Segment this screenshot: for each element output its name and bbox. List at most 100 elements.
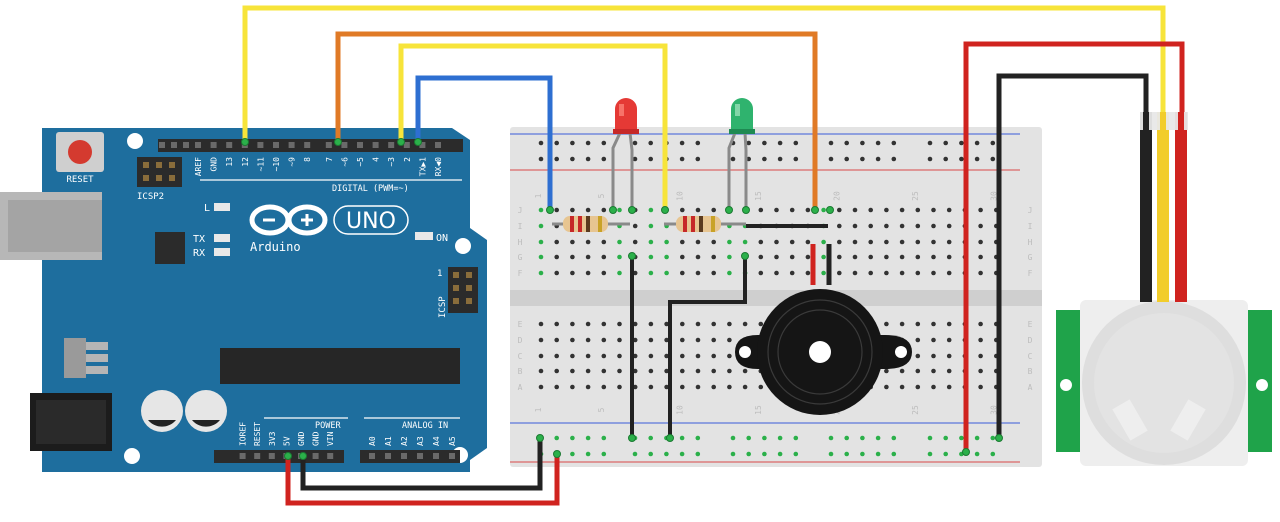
breadboard-hole <box>789 239 795 245</box>
breadboard-hole <box>680 254 685 260</box>
rail-hole <box>746 156 751 162</box>
digital-pin <box>273 142 279 148</box>
breadboard-hole <box>664 368 669 374</box>
breadboard-hole <box>617 384 622 390</box>
wire-endpoint <box>742 206 750 214</box>
rail-hole <box>648 156 653 162</box>
breadboard-hole <box>554 384 559 390</box>
resistor <box>552 216 630 232</box>
breadboard-hole <box>884 207 889 213</box>
breadboard-hole <box>946 254 952 260</box>
wire-endpoint <box>628 252 636 260</box>
breadboard-hole <box>915 337 921 343</box>
digital-pin-label: ~11 <box>256 157 265 172</box>
breadboard-hole <box>852 239 858 245</box>
power-pin <box>268 453 275 459</box>
digital-pin <box>288 142 295 148</box>
breadboard-hole <box>946 239 952 245</box>
breadboard-hole <box>585 368 591 374</box>
digital-pin-label: RX◀0 <box>434 157 443 176</box>
reset-button[interactable] <box>56 132 104 172</box>
rail-hole <box>943 140 948 146</box>
analog-pin <box>401 453 407 459</box>
rail-hole <box>990 156 996 162</box>
breadboard-hole <box>711 337 716 343</box>
digital-pin <box>257 142 264 148</box>
breadboard-hole <box>695 337 701 343</box>
wire-endpoint <box>334 138 342 146</box>
breadboard-hole <box>805 207 811 213</box>
column-number: 30 <box>989 191 998 201</box>
rail-hole <box>875 435 881 441</box>
digital-pin <box>159 142 165 148</box>
power-pin-label: RESET <box>253 422 262 446</box>
rail-hole <box>860 451 865 457</box>
breadboard-hole <box>727 321 732 327</box>
icsp2-label: ICSP2 <box>137 192 164 202</box>
breadboard-hole <box>915 321 921 327</box>
breadboard-hole <box>931 207 936 213</box>
breadboard-hole <box>632 353 638 359</box>
rail-hole <box>679 451 685 457</box>
rail-hole <box>959 140 964 146</box>
wire-endpoint <box>962 448 970 456</box>
row-letter: J <box>1028 206 1033 215</box>
breadboard-hole <box>648 207 654 213</box>
analog-pin-label: A1 <box>384 436 393 446</box>
model-badge <box>333 205 409 235</box>
breadboard-hole <box>758 254 764 260</box>
rail-hole <box>974 435 980 441</box>
column-number: 1 <box>534 407 543 412</box>
rail-hole <box>585 451 591 457</box>
breadboard-hole <box>585 384 591 390</box>
breadboard-hole <box>664 384 669 390</box>
rail-hole <box>762 451 767 457</box>
breadboard-hole <box>742 384 748 390</box>
breadboard-hole <box>695 239 701 245</box>
breadboard-hole <box>554 337 559 343</box>
breadboard-hole <box>852 254 858 260</box>
rail-hole <box>974 140 980 146</box>
breadboard-hole <box>554 207 559 213</box>
row-letter: G <box>1028 253 1033 262</box>
breadboard-hole <box>538 321 544 327</box>
rail-hole <box>730 435 736 441</box>
breadboard-hole <box>680 368 685 374</box>
breadboard-hole <box>617 337 622 343</box>
icsp2-header <box>137 157 182 187</box>
breadboard-hole <box>570 353 575 359</box>
digital-label: DIGITAL (PWM=~) <box>332 184 409 194</box>
rail-hole <box>943 451 948 457</box>
rail-hole <box>943 435 948 441</box>
rail-hole <box>679 156 685 162</box>
digital-pin <box>183 142 189 148</box>
breadboard-hole <box>758 270 764 276</box>
rail-hole <box>793 156 799 162</box>
breadboard-hole <box>601 207 607 213</box>
column-number: 15 <box>754 405 763 415</box>
wire-endpoint <box>811 206 819 214</box>
digital-pin <box>304 142 311 148</box>
row-letter: H <box>518 238 523 247</box>
breadboard-hole <box>680 353 685 359</box>
analog-pin <box>369 453 375 459</box>
row-letter: H <box>1028 238 1033 247</box>
icsp2-pin <box>143 175 149 181</box>
breadboard-hole <box>570 368 575 374</box>
breadboard-hole <box>632 337 638 343</box>
breadboard-hole <box>978 353 983 359</box>
row-letter: C <box>518 352 523 361</box>
breadboard-hole <box>617 207 622 213</box>
rail-hole <box>648 140 653 146</box>
rail-hole <box>762 156 767 162</box>
led-l <box>214 203 230 211</box>
breadboard-hole <box>742 239 748 245</box>
column-number: 25 <box>911 191 920 201</box>
reset-label: RESET <box>66 175 94 185</box>
breadboard-hole <box>805 239 811 245</box>
wire-endpoints <box>241 138 1003 460</box>
rail-hole <box>793 451 799 457</box>
breadboard-hole <box>727 270 732 276</box>
breadboard-hole <box>758 321 764 327</box>
breadboard-hole <box>868 254 873 260</box>
